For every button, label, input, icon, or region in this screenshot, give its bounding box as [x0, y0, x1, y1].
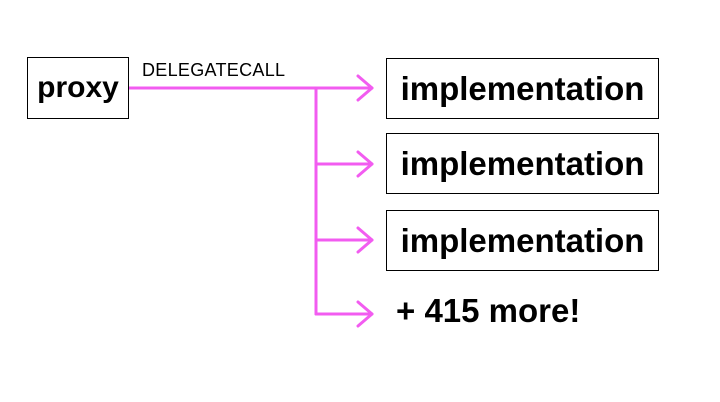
arrowhead-1: [356, 74, 374, 102]
arrowhead-4: [356, 300, 374, 328]
arrowhead-3: [356, 226, 374, 254]
implementation-label: implementation: [400, 69, 645, 107]
implementation-box-2: implementation: [386, 133, 659, 194]
implementation-label: implementation: [400, 144, 645, 182]
implementation-box-1: implementation: [386, 58, 659, 119]
more-implementations-label: + 415 more!: [396, 292, 581, 329]
proxy-label: proxy: [37, 71, 119, 104]
arrowhead-2: [356, 150, 374, 178]
delegatecall-label: DELEGATECALL: [142, 60, 286, 80]
proxy-box: proxy: [27, 57, 129, 119]
implementation-label: implementation: [400, 221, 645, 259]
implementation-box-3: implementation: [386, 210, 659, 271]
